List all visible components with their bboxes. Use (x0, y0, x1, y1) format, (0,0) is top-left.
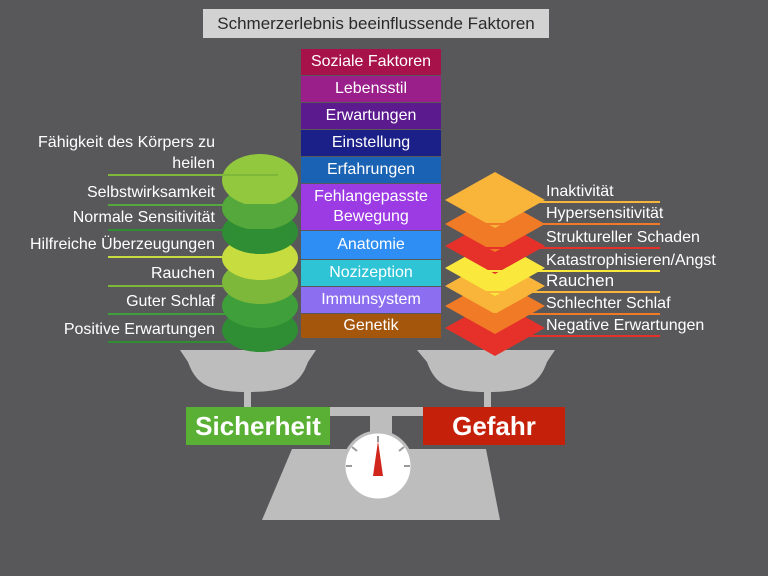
left-pan (180, 350, 316, 392)
category-fehlangepasste-bewegung: Fehlangepasste Bewegung (301, 184, 441, 230)
scale-beam (305, 407, 455, 416)
category-genetik: Genetik (301, 314, 441, 338)
safety-factor-heilen-line (108, 174, 278, 176)
safety-stack (222, 154, 298, 352)
safety-factor-rauchen: Rauchen (150, 265, 215, 282)
danger-factor-erwartungen: Negative Erwartungen (546, 317, 705, 334)
danger-factor-schlaf: Schlechter Schlaf (546, 295, 671, 312)
danger-stack (445, 172, 545, 356)
safety-factor-schlaf: Guter Schlaf (126, 293, 215, 310)
left-pan-post (244, 390, 251, 408)
safety-factor-heilen: Fähigkeit des Körpers zu heilen (38, 134, 215, 172)
safety-factor-selbstwirksamkeit: Selbstwirksamkeit (86, 184, 215, 201)
category-soziale-faktoren: Soziale Faktoren (301, 49, 441, 75)
right-pan-post (484, 390, 491, 408)
danger-factor-schaden: Struktureller Schaden (546, 229, 700, 246)
right-pan (417, 350, 555, 392)
category-einstellung: Einstellung (301, 130, 441, 156)
category-anatomie: Anatomie (301, 231, 441, 259)
danger-label: Gefahr (423, 407, 565, 445)
safety-factor-ueberzeugungen: Hilfreiche Überzeugungen (30, 236, 215, 253)
dial-needle (373, 441, 383, 476)
danger-factor-inaktivitaet: Inaktivität (546, 183, 614, 200)
category-erfahrungen: Erfahrungen (301, 157, 441, 183)
category-erwartungen: Erwartungen (301, 103, 441, 129)
diagram-title: Schmerzerlebnis beeinflussende Faktoren (203, 9, 549, 38)
danger-factor-katastrophisieren: Katastrophisieren/Angst (546, 252, 716, 269)
category-lebensstil: Lebensstil (301, 76, 441, 102)
safety-factor-erwartungen: Positive Erwartungen (63, 321, 215, 338)
safety-factor-sensitivitaet: Normale Sensitivität (72, 209, 215, 226)
danger-factor-hypersensitivitaet: Hypersensitivität (546, 205, 664, 222)
safety-label: Sicherheit (186, 407, 330, 445)
category-nozizeption: Nozizeption (301, 260, 441, 286)
danger-factor-rauchen: Rauchen (546, 271, 615, 290)
category-immunsystem: Immunsystem (301, 287, 441, 313)
